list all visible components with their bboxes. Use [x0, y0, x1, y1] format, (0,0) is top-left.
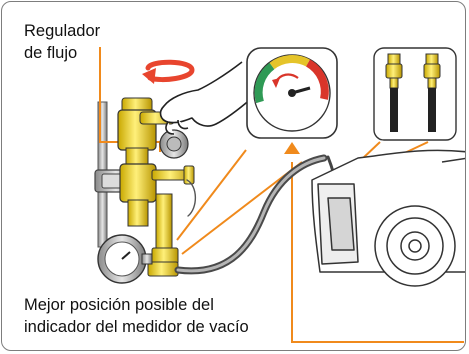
label-line: Regulador	[24, 22, 101, 40]
gauge-callout	[246, 47, 338, 139]
hand-outline	[159, 61, 253, 135]
up-arrow-icon	[284, 142, 300, 154]
gauge-position-caption: Mejor posición posible del indicador del…	[24, 294, 249, 338]
vacuum-gauge-small	[97, 234, 153, 284]
label-line: de flujo	[24, 44, 78, 62]
caption-line: Mejor posición posible del	[24, 296, 214, 314]
caption-line: indicador del medidor de vacío	[24, 318, 249, 336]
rotate-arrow-icon	[142, 59, 195, 84]
connector-fittings	[373, 47, 457, 141]
car-outline	[311, 149, 465, 287]
flow-regulator-label: Regulador de flujo	[24, 20, 100, 64]
vacuum-gauge-illustration	[94, 47, 465, 343]
